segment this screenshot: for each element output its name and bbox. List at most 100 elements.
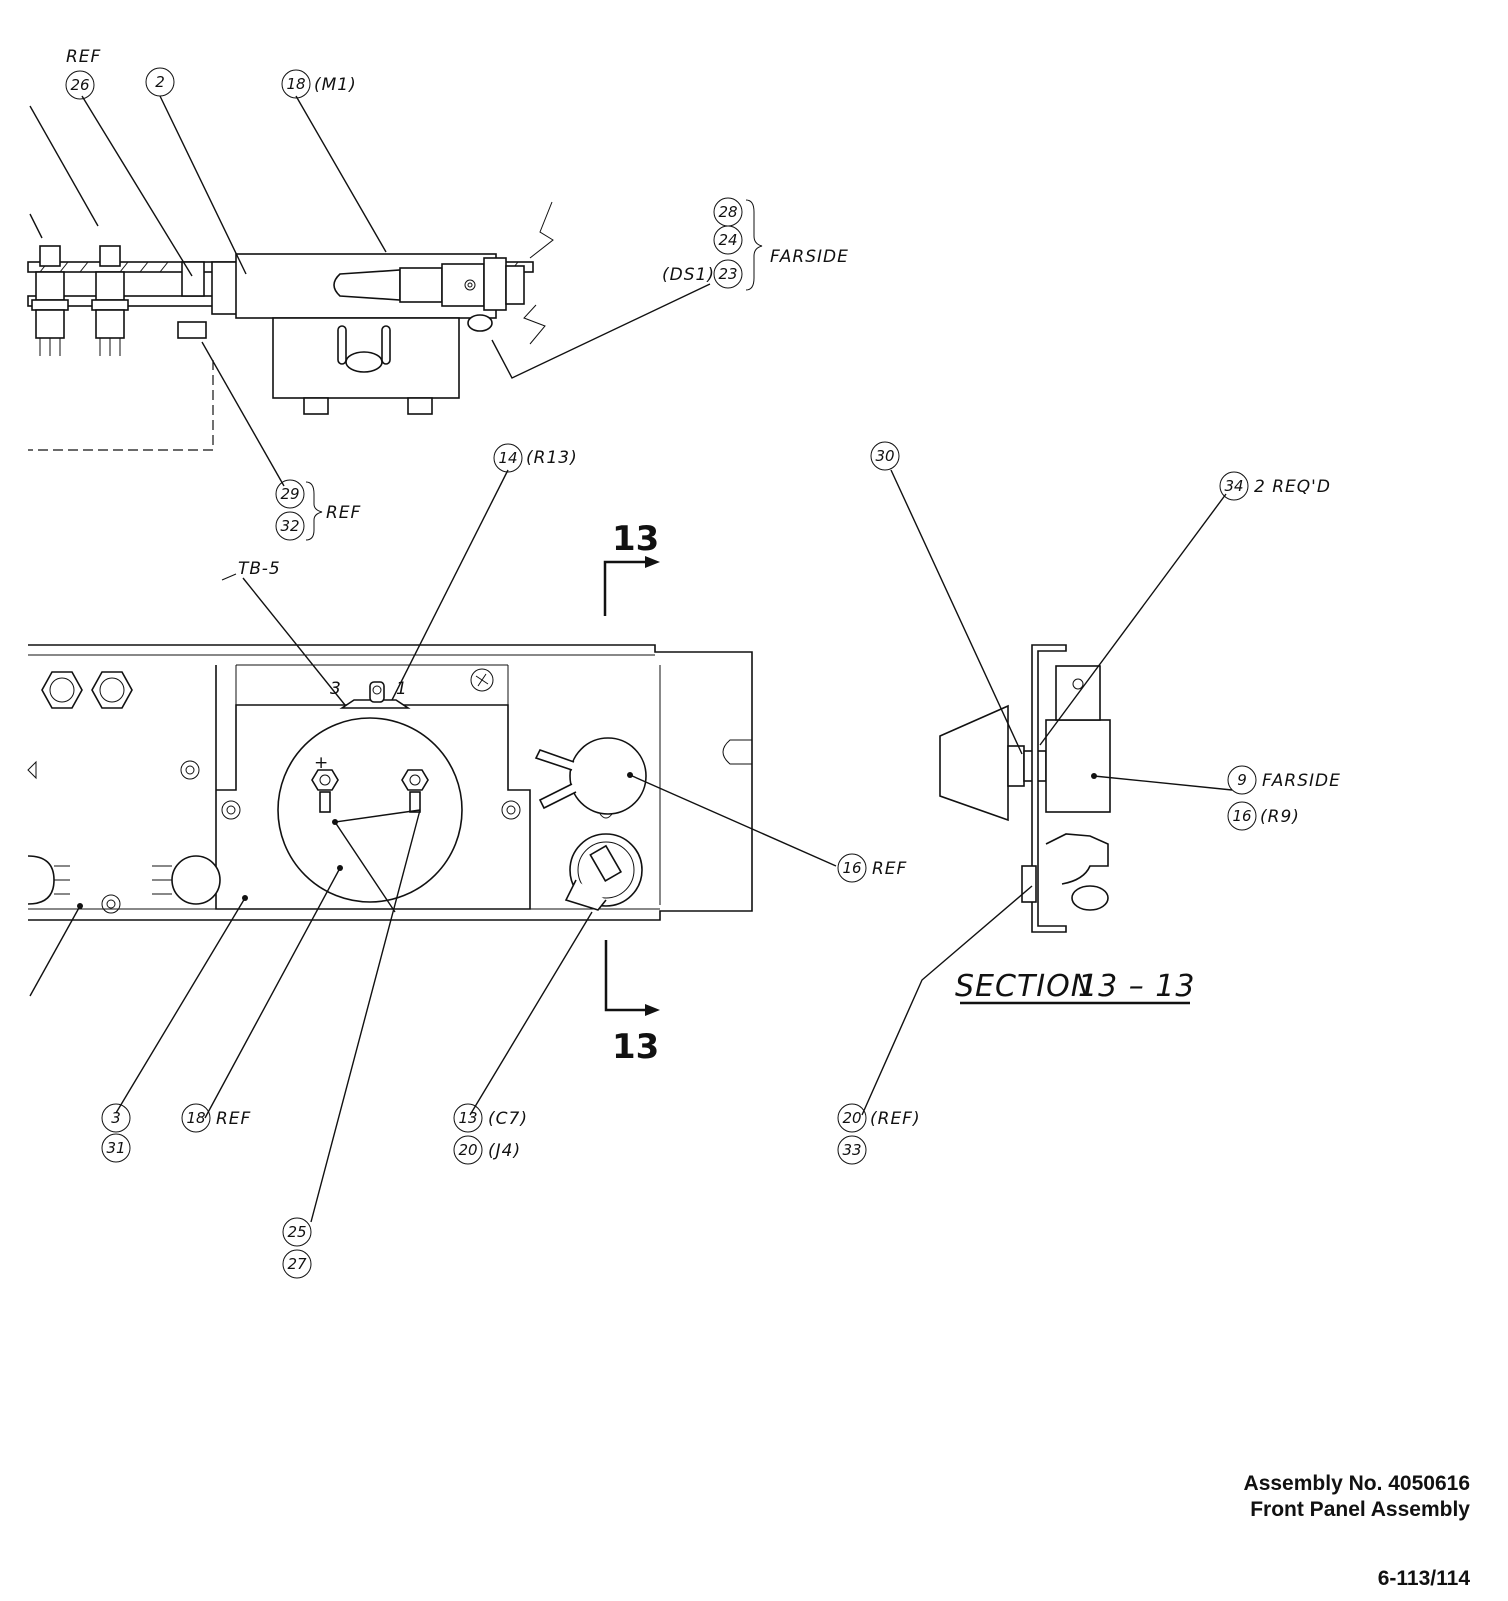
dashed-outline [28, 360, 214, 451]
lamp-lens [467, 314, 493, 332]
svg-text:+: + [314, 753, 329, 773]
svg-text:REF: REF [66, 47, 101, 67]
section-cut-lines [603, 556, 660, 1016]
bracket-item-2 [181, 261, 205, 297]
callout-2: 2 [145, 67, 175, 97]
callout-16-ref: 16 [837, 853, 867, 883]
callout-25: 25 [282, 1217, 312, 1247]
section-mark-bottom: 13 [612, 1027, 659, 1067]
callout-33: 33 [837, 1135, 867, 1165]
jack-nut [1021, 865, 1037, 903]
svg-text:32: 32 [280, 517, 299, 535]
screw-heads [27, 668, 521, 914]
svg-text:24: 24 [718, 231, 737, 249]
notes: REF (M1) FARSIDE (DS1) REF (R13) TB-5 3 … [66, 47, 1341, 1161]
svg-text:30: 30 [875, 447, 894, 465]
panel-section [1031, 644, 1067, 933]
page-number: 6-113/114 [1377, 1567, 1470, 1590]
assembly-name: Front Panel Assembly [1250, 1498, 1470, 1521]
callout-32: 32 [275, 511, 305, 541]
svg-text:25: 25 [287, 1223, 306, 1241]
svg-text:29: 29 [280, 485, 299, 503]
svg-text:14: 14 [498, 449, 517, 467]
svg-text:20: 20 [842, 1109, 861, 1127]
svg-text:18: 18 [186, 1109, 205, 1127]
jack-lug [1071, 885, 1109, 911]
jack-section [1045, 833, 1109, 885]
svg-text:TB-5: TB-5 [238, 559, 281, 579]
callout-34: 34 [1219, 471, 1249, 501]
svg-text:20: 20 [458, 1141, 477, 1159]
callout-30: 30 [870, 441, 900, 471]
svg-text:(C7): (C7) [488, 1109, 528, 1129]
svg-text:16: 16 [1232, 807, 1251, 825]
potentiometer-r9 [534, 737, 647, 819]
lamp-socket [399, 267, 443, 303]
svg-text:16: 16 [842, 859, 861, 877]
nut-bottom-right [407, 397, 433, 415]
svg-text:18: 18 [286, 75, 305, 93]
lamp-bracket [483, 257, 507, 311]
svg-text:(J4): (J4) [488, 1141, 521, 1161]
meter-lamp [333, 269, 401, 301]
terminal-block-tb5 [339, 681, 411, 709]
break-line-bottom [523, 304, 546, 345]
section-leaders [861, 469, 1233, 1116]
knob-profile [939, 704, 1009, 822]
svg-text:34: 34 [1224, 477, 1243, 495]
section-view [939, 644, 1190, 1005]
svg-text:(R9): (R9) [1260, 807, 1300, 827]
switch-1 [31, 245, 69, 356]
svg-text:3: 3 [330, 679, 342, 699]
svg-text:FARSIDE: FARSIDE [770, 247, 849, 267]
pilot-lamp-left [27, 855, 70, 905]
callout-31: 31 [101, 1133, 131, 1163]
svg-text:REF: REF [216, 1109, 251, 1129]
callout-18-m1: 18 [281, 69, 311, 99]
jack-j4 [564, 833, 643, 911]
svg-text:(R13): (R13) [526, 448, 578, 468]
svg-text:31: 31 [106, 1139, 125, 1157]
nut-bottom-left [303, 397, 329, 415]
lamp-holder [441, 263, 485, 307]
top-side-view [27, 201, 554, 451]
title-block: Assembly No. 4050616 Front Panel Assembl… [1244, 1471, 1470, 1523]
front-leaders [29, 469, 837, 1223]
assembly-number: Assembly No. 4050616 [1243, 1472, 1470, 1495]
svg-text:9: 9 [1237, 771, 1247, 789]
svg-text:REF: REF [872, 859, 907, 879]
front-view [27, 556, 753, 1016]
callout-9: 9 [1227, 765, 1257, 795]
nut-right [505, 265, 525, 305]
callout-13: 13 [453, 1103, 483, 1133]
pilot-lamp-right [152, 855, 221, 905]
callout-16-r9: 16 [1227, 801, 1257, 831]
callout-3: 3 [101, 1103, 131, 1133]
break-line-top [529, 201, 554, 259]
callout-29: 29 [275, 479, 305, 509]
svg-text:2 REQ'D: 2 REQ'D [1254, 477, 1331, 497]
section-labels: 13 13 SECTION 13 – 13 [612, 519, 1194, 1067]
callout-20-j4: 20 [453, 1135, 483, 1165]
callout-26: 26 [65, 70, 95, 100]
callout-27: 27 [282, 1249, 312, 1279]
panel-notch [722, 739, 752, 765]
callouts: 26 2 18 28 24 23 29 32 14 30 34 9 16 16 … [65, 67, 1257, 1279]
switch-knobs-front [41, 671, 133, 709]
svg-text:28: 28 [718, 203, 737, 221]
meter-terminal-right [401, 769, 429, 813]
svg-text:(M1): (M1) [314, 75, 357, 95]
callout-23: 23 [713, 259, 743, 289]
svg-text:(DS1): (DS1) [662, 265, 715, 285]
svg-text:FARSIDE: FARSIDE [1262, 771, 1341, 791]
callout-28: 28 [713, 197, 743, 227]
svg-text:23: 23 [718, 265, 737, 283]
svg-text:27: 27 [287, 1255, 307, 1273]
svg-text:REF: REF [326, 503, 361, 523]
meter-terminal-left [311, 769, 339, 813]
nut-29 [177, 321, 207, 339]
meter-m1-face [277, 717, 463, 903]
svg-text:13: 13 [458, 1109, 477, 1127]
top-leaders [29, 95, 711, 487]
